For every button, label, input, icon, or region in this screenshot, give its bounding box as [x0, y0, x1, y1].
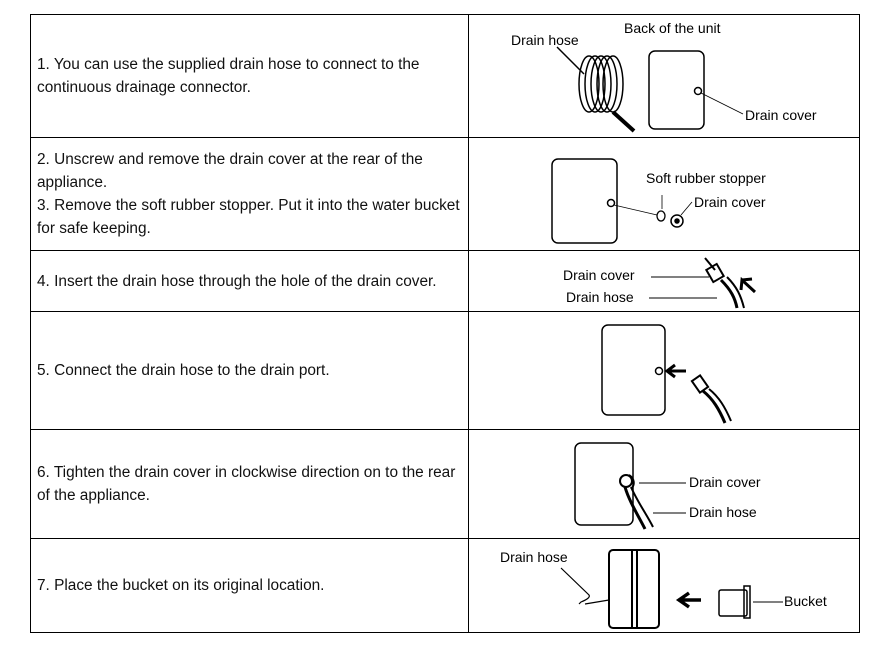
step-5-text: 5. Connect the drain hose to the drain p…	[37, 362, 330, 379]
step-6-figure: Drain cover Drain hose	[468, 429, 860, 539]
arrow-icon	[739, 276, 757, 293]
step-4-figure: Drain cover Drain hose	[468, 250, 860, 312]
place-bucket-illustration: Drain hose Bucket	[500, 548, 827, 629]
step-row-5: 6. Tighten the drain cover in clockwise …	[30, 429, 860, 539]
rubber-stopper-icon	[656, 194, 666, 222]
step-text-cell: 1. You can use the supplied drain hose t…	[30, 14, 469, 138]
step-4-text: 4. Insert the drain hose through the hol…	[37, 272, 437, 290]
drain-hose-icon	[560, 567, 610, 605]
label-drain-hose: Drain hose	[566, 289, 634, 305]
step-row-1: 1. You can use the supplied drain hose t…	[30, 14, 860, 138]
unit-rear-icon	[574, 441, 634, 526]
step-7-figure: Drain hose Bucket	[468, 538, 860, 633]
drain-hose-icon	[690, 373, 732, 424]
label-drain-cover: Drain cover	[563, 267, 635, 283]
connect-hose-illustration	[601, 323, 732, 424]
step-row-2: 2. Unscrew and remove the drain cover at…	[30, 137, 860, 251]
label-back-of-unit: Back of the unit	[624, 20, 721, 36]
step-7-text: 7. Place the bucket on its original loca…	[37, 577, 325, 594]
label-drain-hose: Drain hose	[689, 504, 757, 520]
arrow-icon	[664, 363, 686, 378]
tighten-cover-illustration: Drain cover Drain hose	[574, 441, 761, 530]
arrow-icon	[675, 591, 701, 608]
step-text-cell: 2. Unscrew and remove the drain cover at…	[30, 137, 469, 251]
unit-side-icon	[608, 548, 660, 629]
step-text-cell: 6. Tighten the drain cover in clockwise …	[30, 429, 469, 539]
bucket-icon	[718, 584, 751, 619]
unit-back-icon	[648, 49, 744, 130]
unit-rear-icon	[601, 323, 666, 416]
unit-rear-icon	[551, 157, 658, 244]
step-2-figure: Soft rubber stopper Drain cover	[468, 137, 860, 251]
step-text-cell: 5. Connect the drain hose to the drain p…	[30, 311, 469, 430]
label-drain-cover: Drain cover	[694, 194, 766, 210]
step-text-cell: 7. Place the bucket on its original loca…	[30, 538, 469, 633]
label-drain-cover: Drain cover	[689, 474, 761, 490]
label-bucket: Bucket	[784, 593, 827, 609]
label-drain-cover: Drain cover	[745, 107, 817, 123]
label-drain-hose: Drain hose	[511, 32, 579, 48]
step-5-figure	[468, 311, 860, 430]
drain-cover-icon	[670, 201, 693, 228]
unscrew-cover-illustration: Soft rubber stopper Drain cover	[551, 157, 766, 244]
step-3-text: 3. Remove the soft rubber stopper. Put i…	[37, 197, 460, 237]
insert-hose-illustration: Drain cover Drain hose	[563, 256, 757, 308]
hose-and-unit-illustration: Drain hose Back of the unit Drain cover	[511, 20, 817, 132]
cover-on-hose-icon	[619, 473, 654, 530]
label-soft-rubber-stopper: Soft rubber stopper	[646, 170, 766, 186]
step-1-figure: Drain hose Back of the unit Drain cover	[468, 14, 860, 138]
coiled-hose-icon	[556, 45, 636, 132]
step-row-4: 5. Connect the drain hose to the drain p…	[30, 311, 860, 430]
label-drain-hose: Drain hose	[500, 549, 568, 565]
instruction-table: 1. You can use the supplied drain hose t…	[30, 14, 860, 633]
step-2-text: 2. Unscrew and remove the drain cover at…	[37, 151, 423, 191]
hose-through-cover-icon	[704, 256, 745, 308]
step-1-text: 1. You can use the supplied drain hose t…	[37, 56, 420, 96]
step-text-cell: 4. Insert the drain hose through the hol…	[30, 250, 469, 312]
step-row-6: 7. Place the bucket on its original loca…	[30, 538, 860, 633]
step-6-text: 6. Tighten the drain cover in clockwise …	[37, 464, 456, 504]
step-row-3: 4. Insert the drain hose through the hol…	[30, 250, 860, 312]
